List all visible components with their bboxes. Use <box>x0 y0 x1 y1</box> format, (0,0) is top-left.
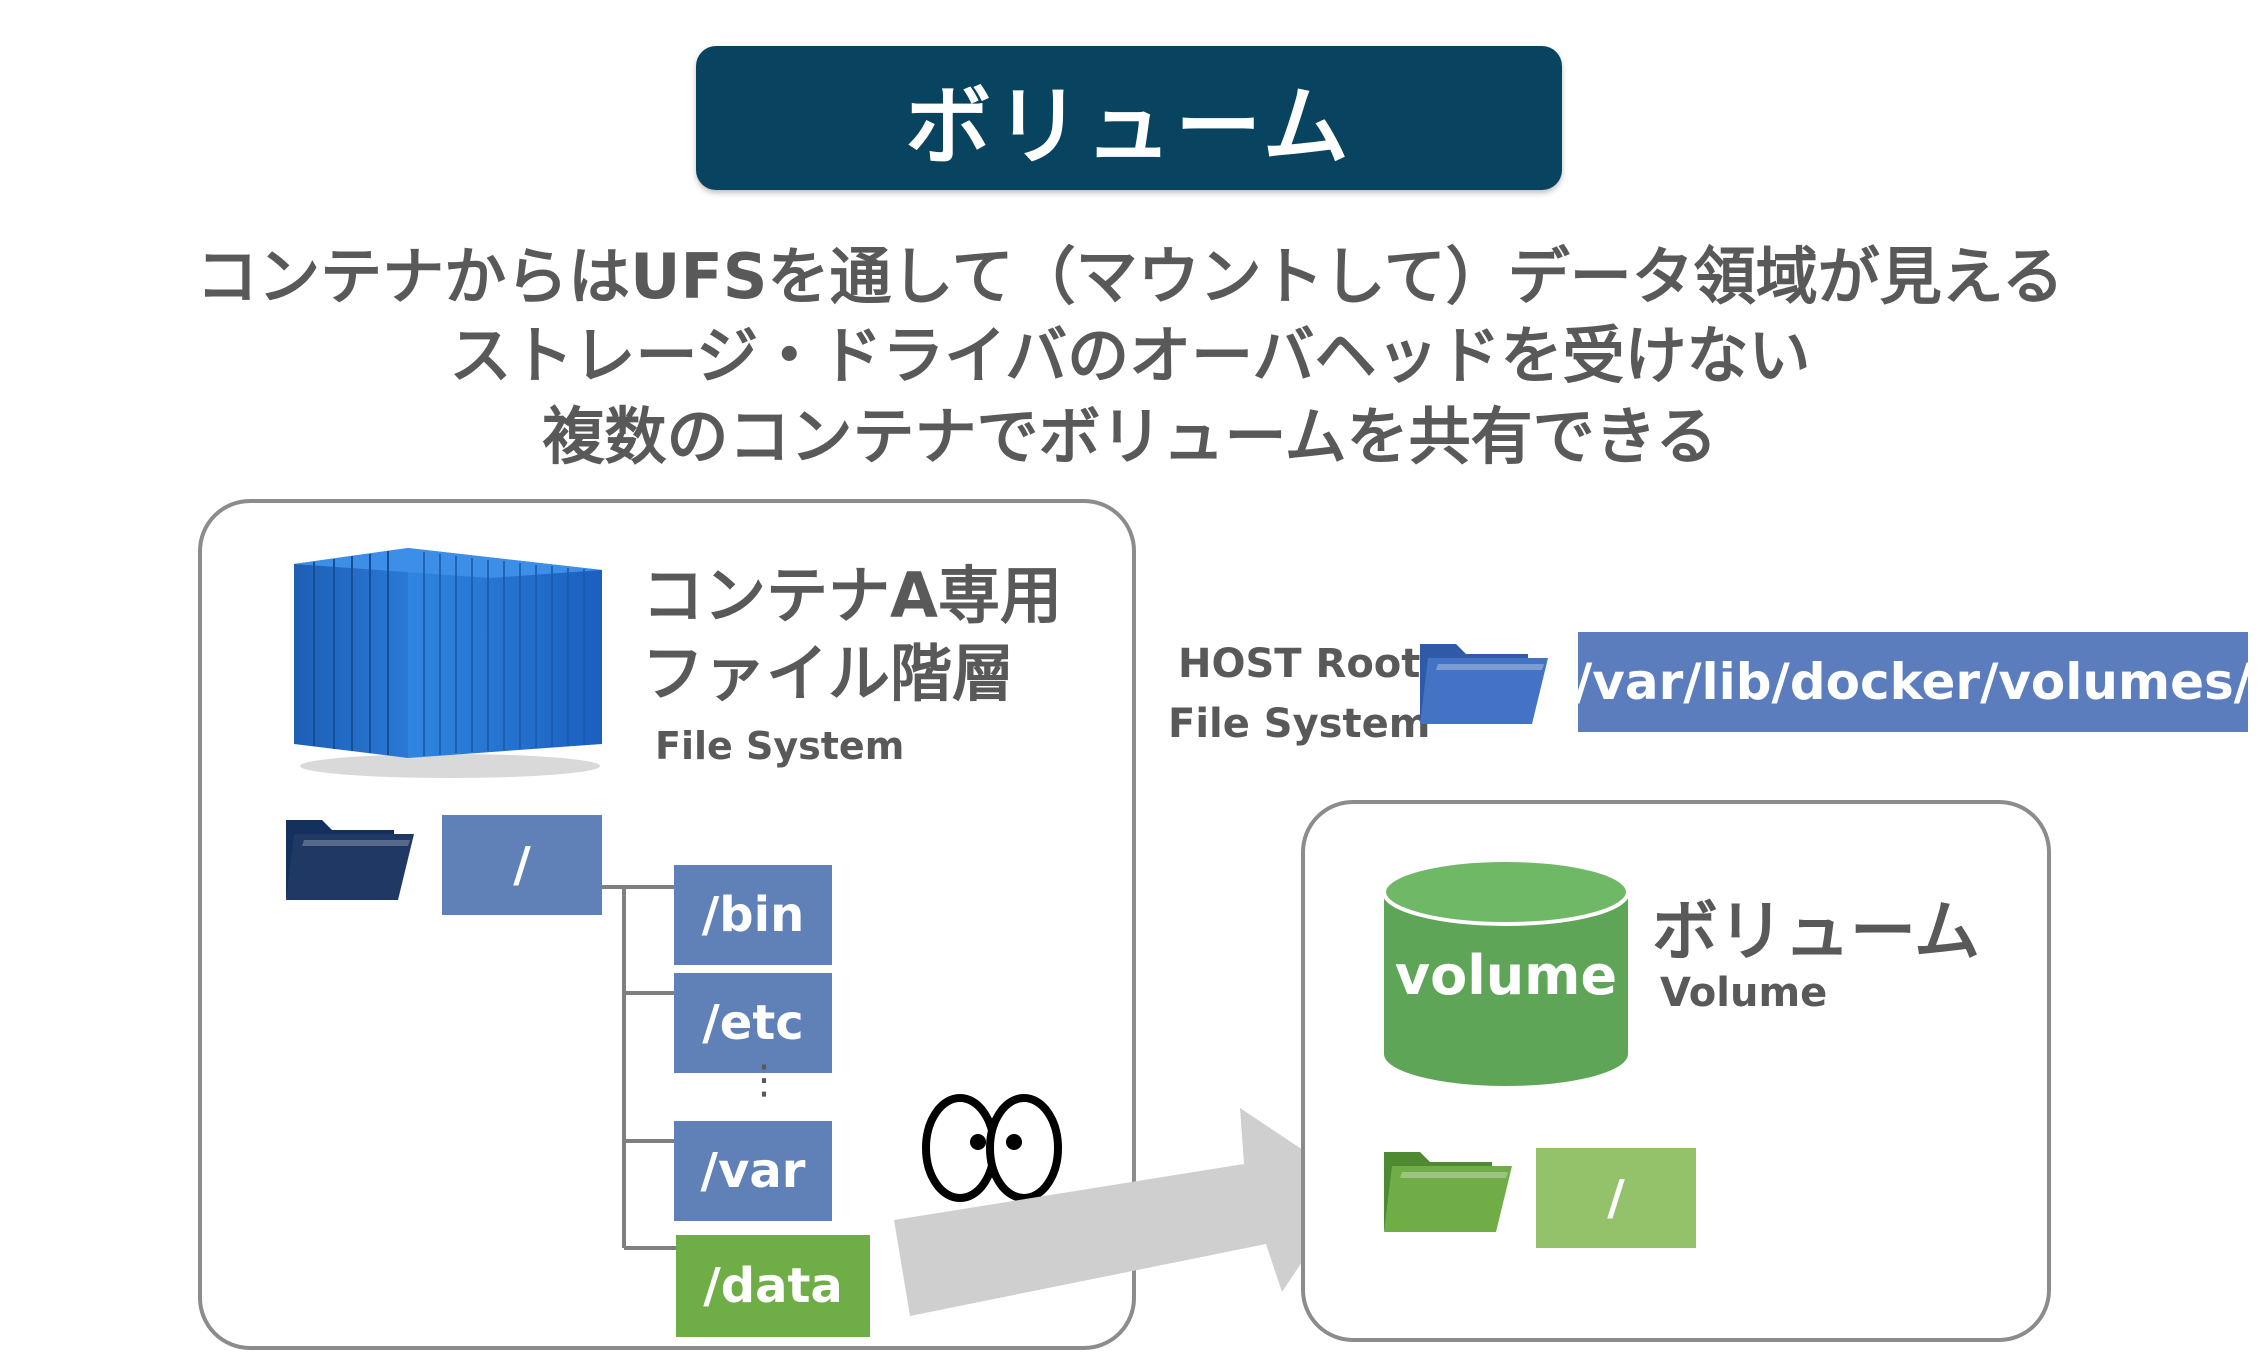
page-title: ボリューム <box>905 76 1353 177</box>
database-cylinder-icon: volume <box>1382 858 1630 1086</box>
directory-tree-lines <box>602 885 676 1250</box>
description-line-1: コンテナからはUFSを通して（マウントして）データ領域が見える <box>196 240 2064 313</box>
host-root-label-line-2: File System <box>1168 701 1431 747</box>
host-volumes-path: /var/lib/docker/volumes/ <box>1574 632 2252 732</box>
dir-data: /data <box>676 1235 870 1337</box>
description-line-3: 複数のコンテナでボリュームを共有できる <box>542 400 1718 473</box>
eyes-icon <box>922 1094 1062 1202</box>
container-root-dir: / <box>442 815 602 915</box>
folder-icon <box>1420 644 1548 724</box>
dir-var: /var <box>674 1121 832 1221</box>
dir-bin: /bin <box>674 865 832 965</box>
ellipsis-dots: ⋮ <box>744 1057 784 1103</box>
volume-subtitle: Volume <box>1660 970 1828 1016</box>
volume-root-dir: / <box>1536 1148 1696 1248</box>
container-a-subtitle: File System <box>655 724 905 768</box>
folder-icon <box>1384 1152 1512 1232</box>
folder-icon <box>286 820 414 900</box>
container-a-title-line-2: ファイル階層 <box>642 637 1015 710</box>
container-a-title: コンテナA専用 ファイル階層 <box>642 557 1062 713</box>
arrow-right-icon <box>894 1108 1354 1316</box>
host-root-label: HOST Root File System <box>1168 634 1430 754</box>
title-banner: ボリューム <box>696 46 1562 190</box>
shipping-container-icon <box>294 548 602 778</box>
description-line-2: ストレージ・ドライバのオーバヘッドを受けない <box>449 319 1811 392</box>
dir-etc: /etc <box>674 973 832 1073</box>
volume-title: ボリューム <box>1652 893 1981 970</box>
host-root-label-line-1: HOST Root <box>1178 641 1421 687</box>
container-a-title-line-1: コンテナA専用 <box>642 559 1062 632</box>
volume-cylinder-label: volume <box>1395 944 1617 1007</box>
